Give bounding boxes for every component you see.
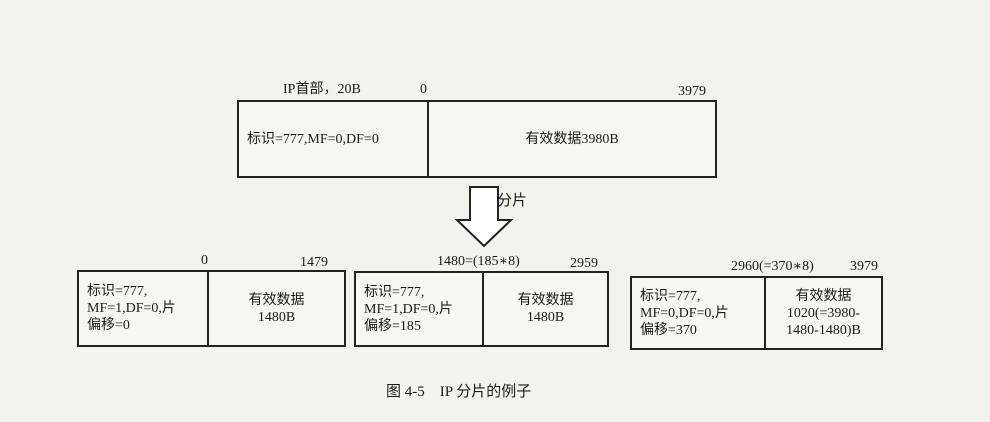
fragment-1-end-offset: 1479 [300,255,328,270]
fragment-3-header-text: 标识=777, MF=0,DF=0,片 偏移=370 [640,288,729,338]
original-datagram: 标识=777,MF=0,DF=0 有效数据3980B [237,100,717,178]
fragment-1-start-offset: 0 [201,253,208,268]
figure-caption: 图 4-5 IP 分片的例子 [386,384,532,400]
original-header-label: IP首部，20B [283,82,361,97]
original-payload-text: 有效数据3980B [525,131,619,147]
fragment-2-start-offset: 1480=(185∗8) [437,254,520,269]
original-payload-cell: 有效数据3980B [429,102,715,176]
fragment-3-end-offset: 3979 [850,259,878,274]
fragment-arrow-icon [454,186,514,248]
fragment-3: 标识=777, MF=0,DF=0,片 偏移=370 有效数据 1020(=39… [630,276,883,350]
fragment-2-end-offset: 2959 [570,256,598,271]
fragment-1-header-cell: 标识=777, MF=1,DF=0,片 偏移=0 [79,272,209,345]
fragment-2-payload-text: 有效数据 1480B [517,293,574,325]
fragment-3-header-cell: 标识=777, MF=0,DF=0,片 偏移=370 [632,278,766,348]
original-header-cell: 标识=777,MF=0,DF=0 [239,102,429,176]
fragment-2: 标识=777, MF=1,DF=0,片 偏移=185 有效数据 1480B [354,271,609,347]
fragment-1: 标识=777, MF=1,DF=0,片 偏移=0 有效数据 1480B [77,270,346,347]
original-header-text: 标识=777,MF=0,DF=0 [247,131,379,147]
fragment-3-payload-cell: 有效数据 1020(=3980- 1480-1480)B [766,278,881,348]
fragment-2-header-text: 标识=777, MF=1,DF=0,片 偏移=185 [364,284,453,334]
fragment-2-header-cell: 标识=777, MF=1,DF=0,片 偏移=185 [356,273,484,345]
fragment-1-payload-text: 有效数据 1480B [248,292,305,325]
fragment-1-header-text: 标识=777, MF=1,DF=0,片 偏移=0 [87,284,176,333]
fragment-1-payload-cell: 有效数据 1480B [209,272,344,345]
original-end-offset: 3979 [678,84,706,99]
original-start-offset: 0 [420,82,427,97]
fragment-2-payload-cell: 有效数据 1480B [484,273,607,345]
fragment-3-start-offset: 2960(=370∗8) [731,259,814,274]
arrow-label: 分片 [497,193,528,209]
fragment-3-payload-text: 有效数据 1020(=3980- 1480-1480)B [786,288,861,338]
